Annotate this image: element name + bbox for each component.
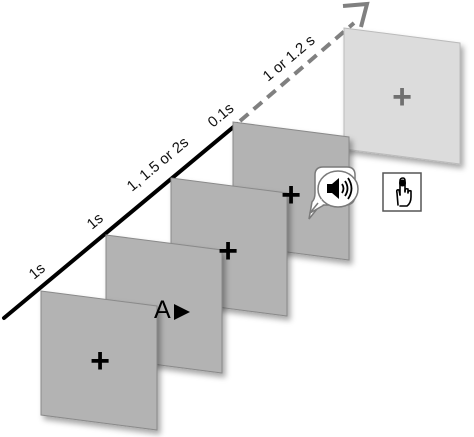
fixation-cross-5: +	[392, 78, 412, 116]
duration-label-2: 1s	[84, 210, 107, 233]
letter-stimulus: A	[154, 296, 171, 324]
response-box	[382, 172, 422, 212]
timeline-dashed	[238, 21, 356, 123]
timeline-arrowhead	[342, 1, 370, 28]
audio-cue-bubble	[308, 166, 359, 220]
fixation-cross-1: +	[90, 342, 110, 380]
duration-label-5: 1 or 1.2 s	[260, 32, 319, 85]
finger-press-icon	[395, 177, 412, 207]
duration-label-1: 1s	[26, 260, 49, 283]
frame-1: +	[40, 290, 158, 431]
fixation-cross-4: +	[281, 176, 301, 214]
speaker-icon	[327, 177, 353, 200]
play-arrow-icon	[174, 304, 190, 320]
fixation-cross-3: +	[218, 232, 238, 270]
timeline-solid	[2, 122, 239, 320]
frame-5: +	[343, 27, 461, 165]
